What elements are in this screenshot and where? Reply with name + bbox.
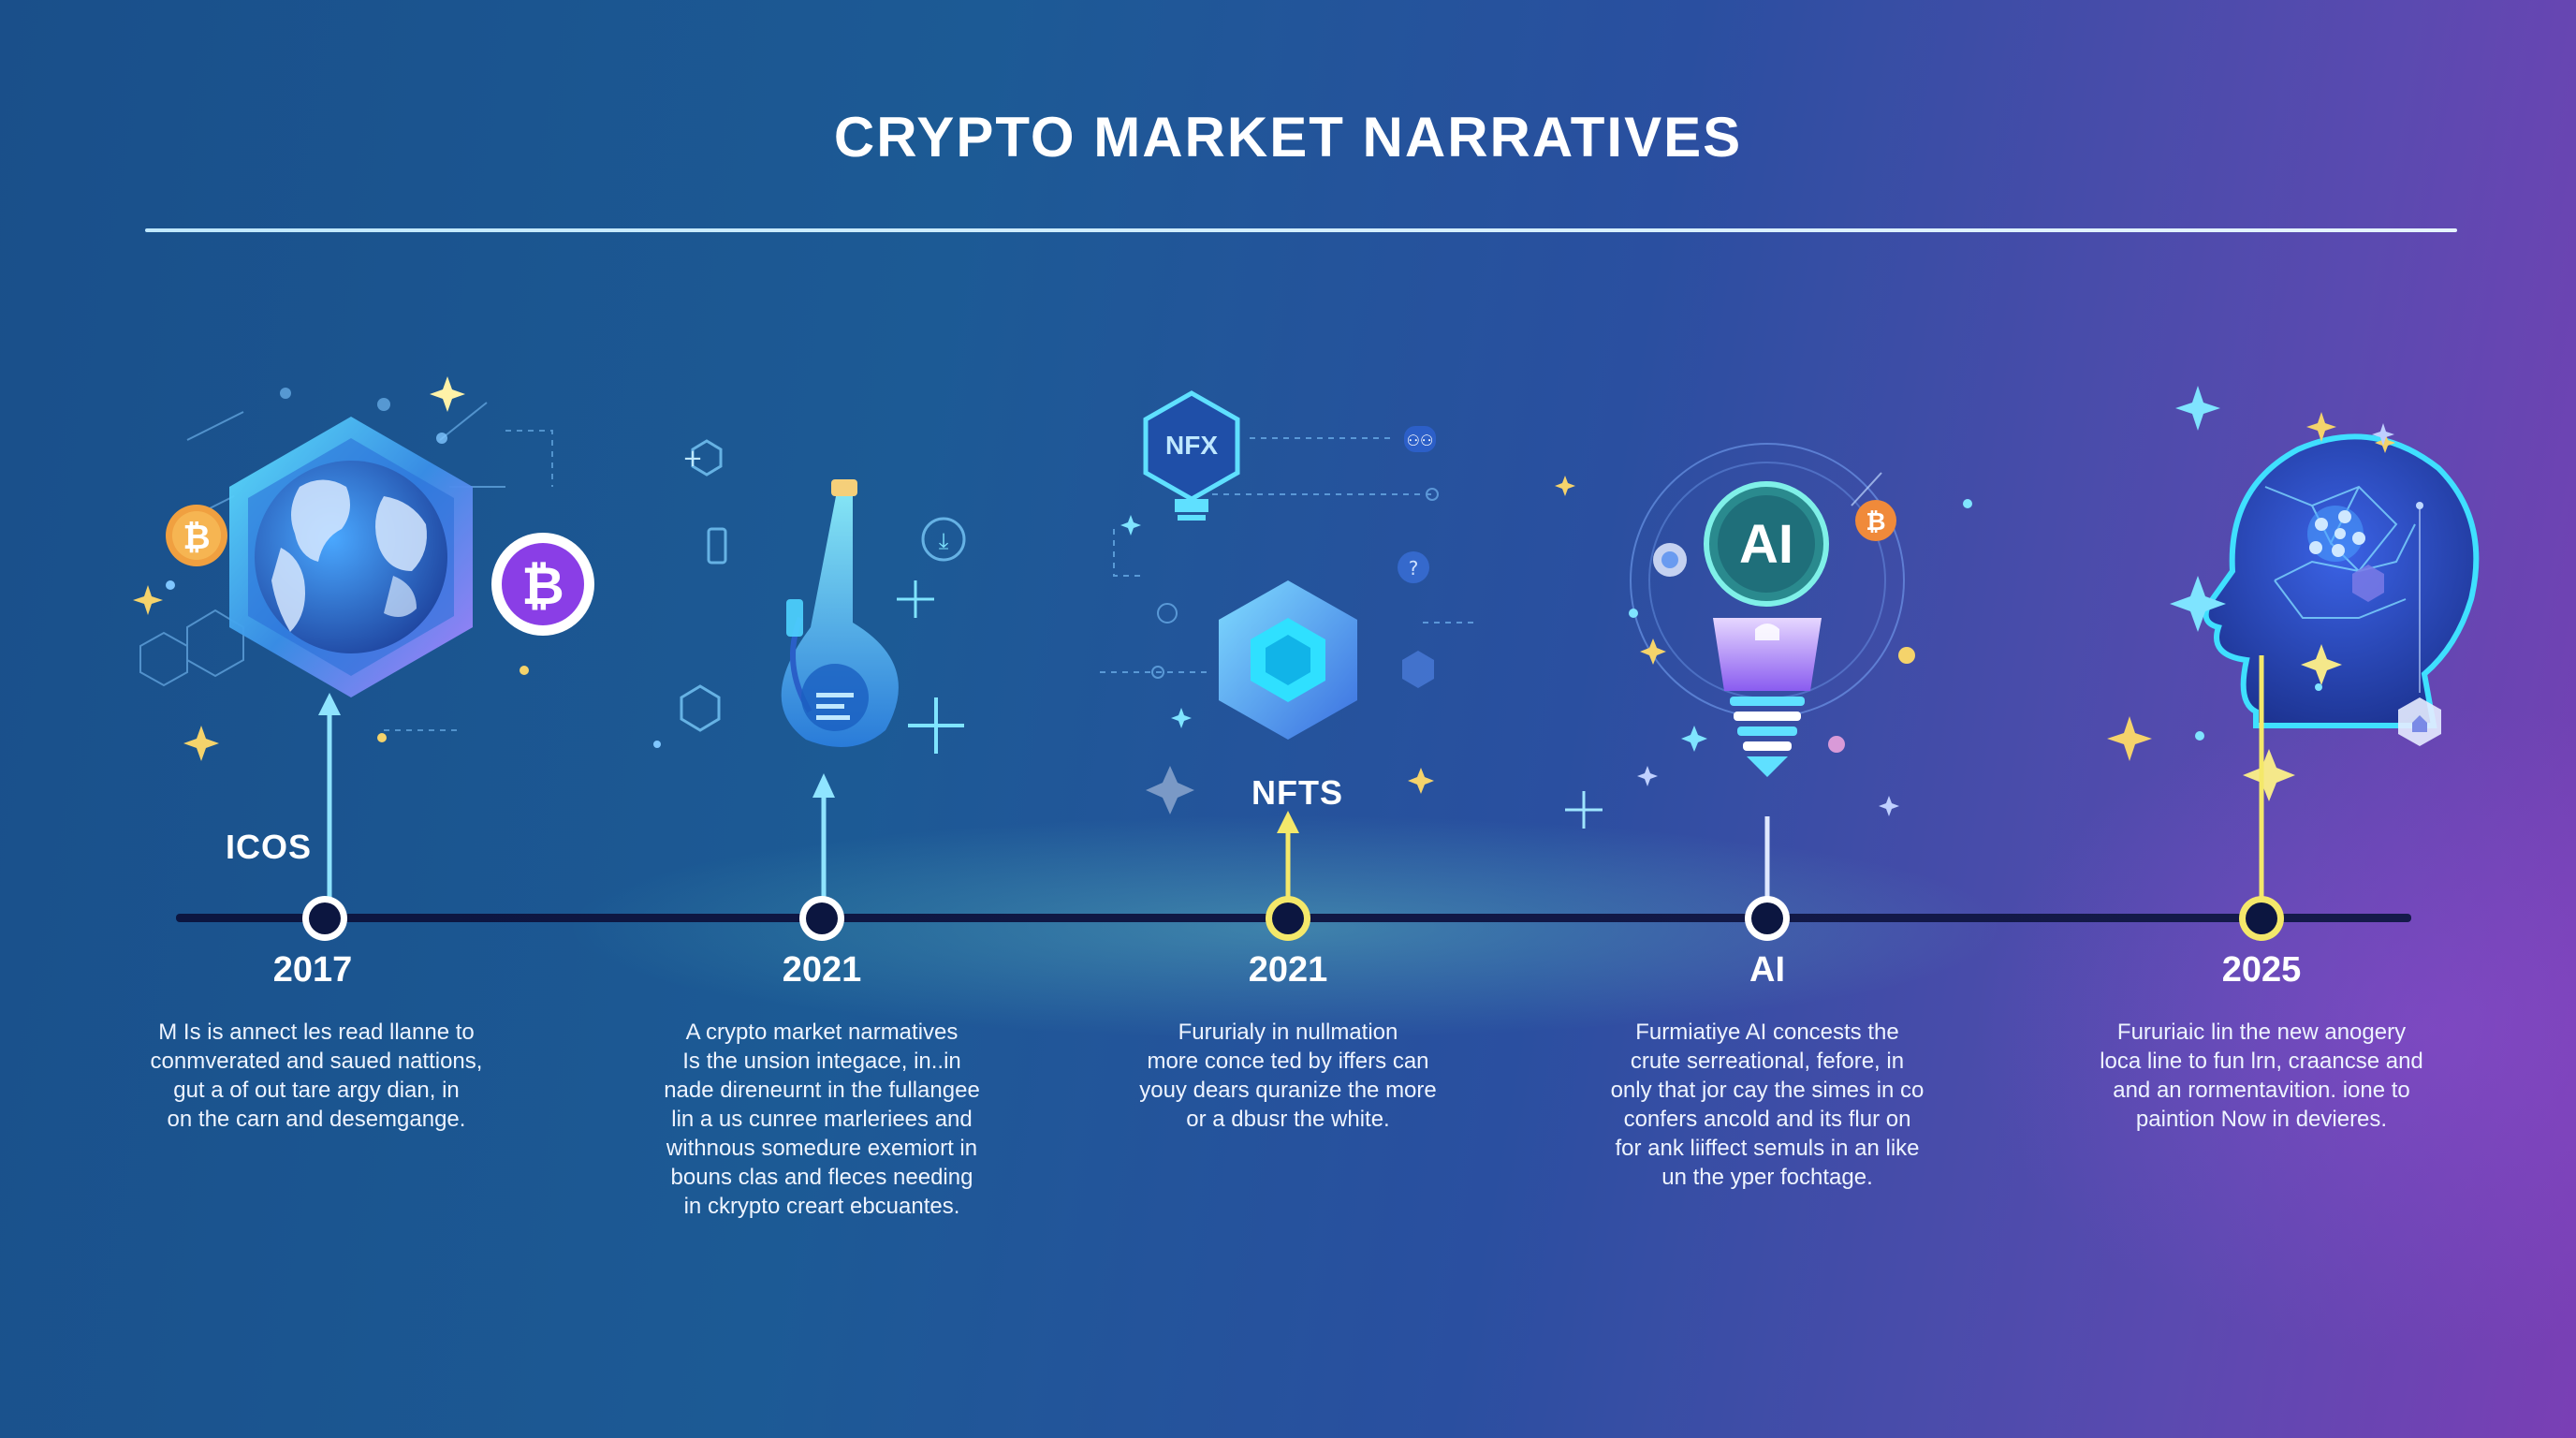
milestone-description-4: Furmiatiye AI concests the crute serreat… (1610, 1020, 1925, 1190)
svg-text:⤓: ⤓ (939, 528, 949, 554)
milestone-description-3: Fururialy in nullmation more conce ted b… (1139, 1020, 1437, 1132)
title-divider (145, 228, 2457, 232)
milestone-description-2: A crypto market narmatives Is the unsion… (664, 1020, 980, 1219)
nft-badge-label: NFX (1165, 431, 1218, 460)
ai-badge-label: AI (1739, 514, 1793, 575)
milestone-year-5: 2025 (2221, 950, 2302, 990)
milestone-year-1: 2017 (272, 950, 353, 990)
milestone-description-1: M Is is annect les read llanne to conmve… (150, 1020, 483, 1132)
milestone-label-nfts: NFTS (1251, 773, 1343, 812)
svg-text:₿: ₿ (521, 556, 564, 617)
ai-lightbulb-icon: AI ₿ (1555, 443, 1972, 829)
milestone-label-icos: ICOS (226, 828, 313, 866)
milestone-1-arrow (318, 693, 341, 715)
milestone-2-arrow (812, 773, 835, 798)
nft-gem-icon: NFX ⚇⚇ ? (1100, 390, 1479, 814)
svg-text:₿: ₿ (183, 519, 210, 557)
timeline-nodes (302, 896, 2284, 941)
svg-text:⚇⚇: ⚇⚇ (1407, 432, 1434, 449)
milestone-year-4: AI (1749, 950, 1785, 990)
svg-text:+: + (682, 445, 703, 473)
flask-icon: + ⤓ (653, 439, 966, 754)
milestone-description-5: Fururiaic lin the new anogery loca line … (2100, 1020, 2423, 1132)
milestone-3-arrow (1277, 811, 1299, 833)
milestone-year-2: 2021 (782, 950, 862, 990)
svg-text:?: ? (1409, 557, 1419, 580)
globe-hexagon-icon: ₿ ₿ (133, 376, 594, 761)
svg-text:₿: ₿ (1866, 508, 1885, 536)
milestone-year-3: 2021 (1248, 950, 1328, 990)
ai-head-icon (2107, 386, 2480, 801)
page-title: CRYPTO MARKET NARRATIVES (833, 106, 1743, 169)
